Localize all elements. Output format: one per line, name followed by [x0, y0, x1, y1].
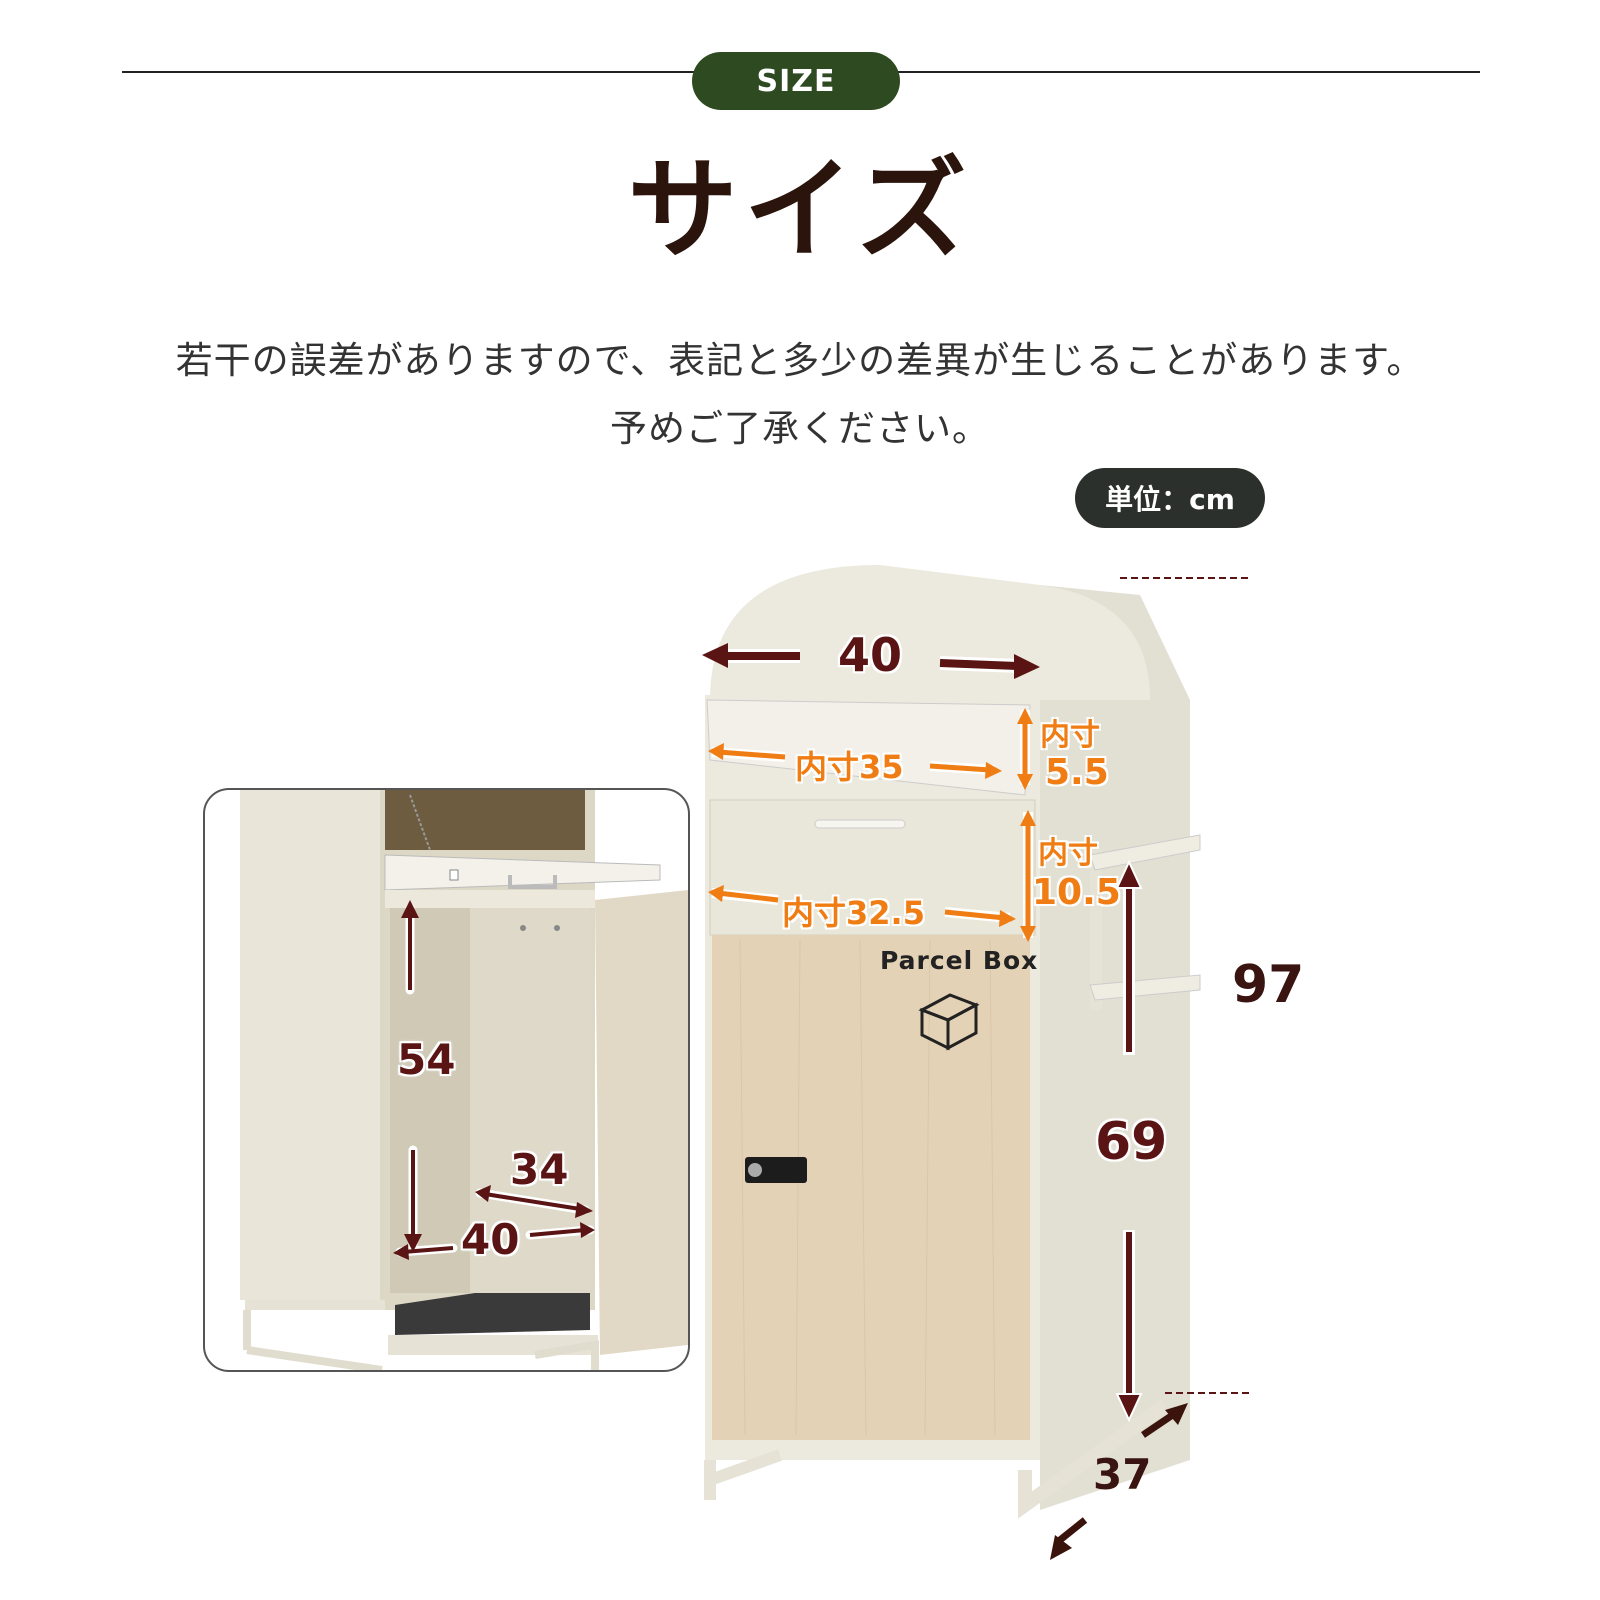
unit-label: 単位：cm [1105, 483, 1235, 516]
inset-interior-view: 54 34 40 [203, 788, 690, 1372]
page-title: サイズ [627, 146, 973, 274]
interior-illustration [240, 790, 688, 1370]
arrowheads [393, 900, 595, 1260]
dim-slot-inner-height-value: 5.5 [1045, 752, 1109, 793]
dim-slot-inner-height-label: 内寸 [1040, 718, 1100, 753]
parcel-box-illustration [702, 565, 1250, 1560]
disclaimer-line-1: 若干の誤差がありますので、表記と多少の差異が生じることがあります。 [175, 339, 1425, 382]
header-rule-right [898, 71, 1480, 73]
dim-lower-height: 69 [1095, 1112, 1168, 1172]
inset-inner-height: 54 [397, 1035, 456, 1084]
dim-drawer-inner-height-value: 10.5 [1032, 872, 1121, 913]
keypad-lock-icon [745, 1157, 807, 1183]
dim-drawer-inner-height-label: 内寸 [1038, 836, 1098, 871]
dim-drawer-inner-width: 内寸32.5 [782, 894, 925, 932]
dim-slot-inner-width: 内寸35 [795, 748, 904, 786]
parcel-box-label: Parcel Box [880, 946, 1039, 975]
section-label-pill: SIZE [692, 52, 900, 110]
dim-depth: 37 [1093, 1450, 1152, 1499]
section-label: SIZE [756, 63, 836, 99]
inset-inner-depth: 34 [510, 1145, 569, 1194]
inset-inner-width: 40 [461, 1215, 520, 1264]
disclaimer-line-2: 予めご了承ください。 [610, 407, 990, 450]
unit-badge: 単位：cm [1075, 468, 1265, 528]
dim-total-height: 97 [1232, 955, 1305, 1015]
box-icon [918, 993, 980, 1051]
dim-outer-width: 40 [838, 628, 903, 682]
header-rule-left [122, 71, 694, 73]
